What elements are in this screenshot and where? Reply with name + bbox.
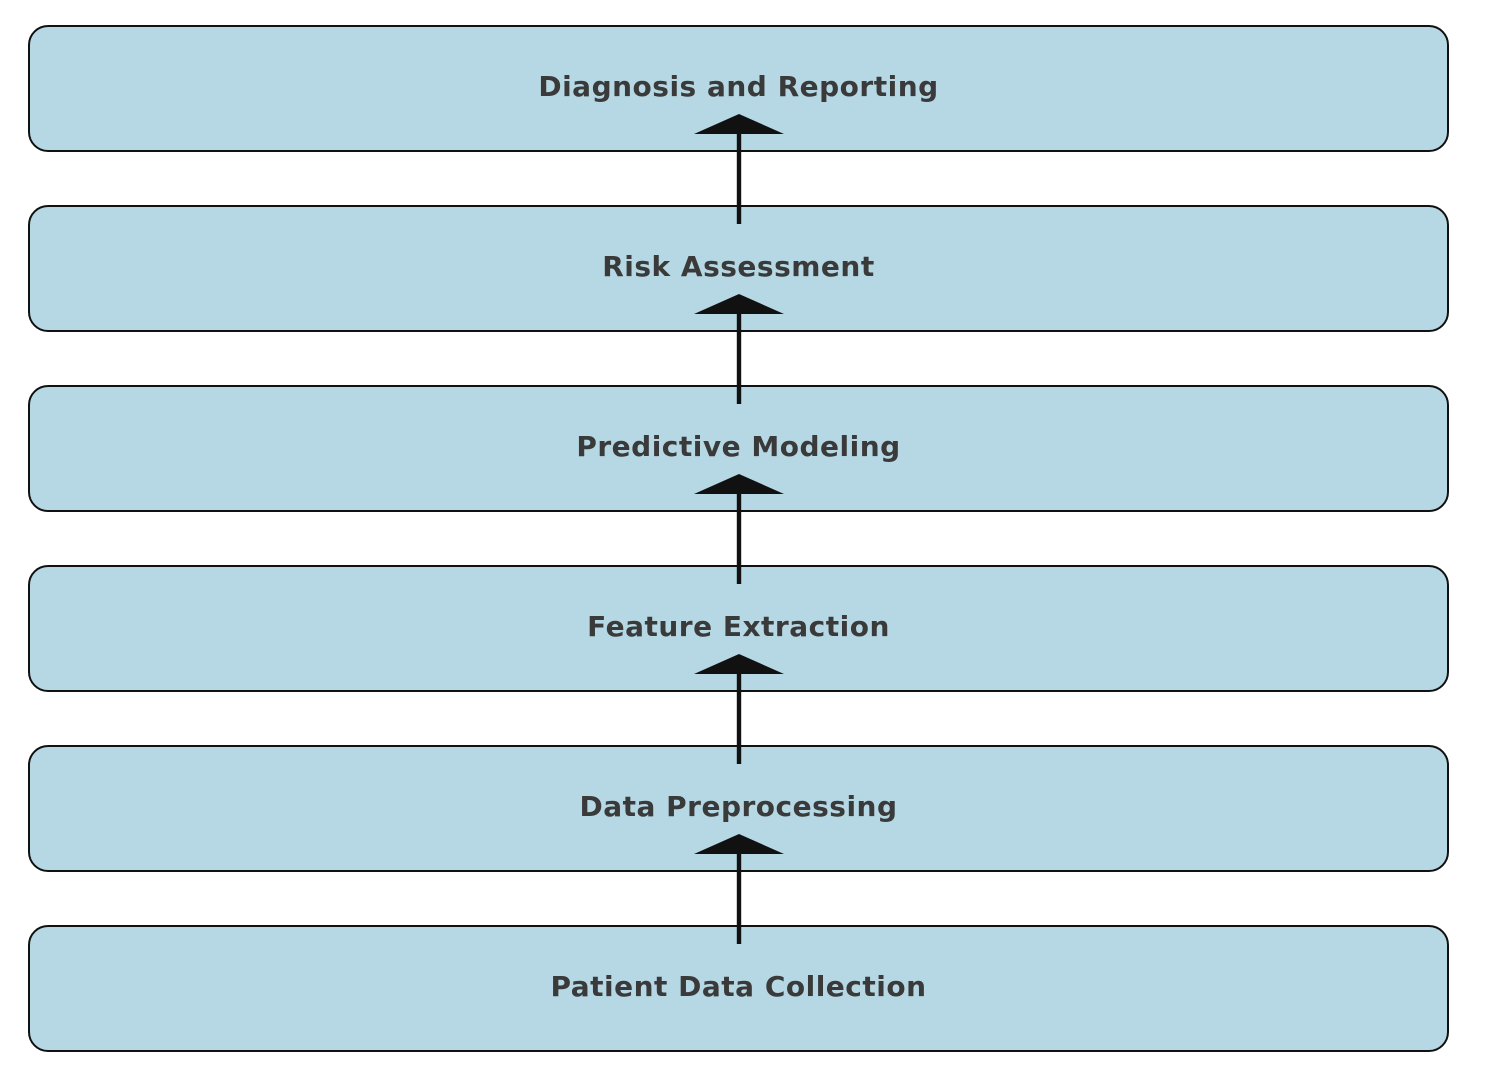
up-arrow-connector <box>694 654 784 764</box>
up-arrow-icon <box>694 474 784 584</box>
up-arrow-connector <box>694 294 784 404</box>
up-arrow-connector <box>694 114 784 224</box>
up-arrow-icon <box>694 834 784 944</box>
stage-label: Data Preprocessing <box>579 790 898 823</box>
arrow-shaft <box>736 122 742 224</box>
stage-label: Diagnosis and Reporting <box>538 70 939 103</box>
arrow-shaft <box>736 302 742 404</box>
arrow-head-icon <box>694 114 784 134</box>
up-arrow-icon <box>694 294 784 404</box>
arrow-shaft <box>736 842 742 944</box>
up-arrow-icon <box>694 654 784 764</box>
up-arrow-connector <box>694 834 784 944</box>
stage-label: Predictive Modeling <box>576 430 901 463</box>
stage-box-patient-data-collection: Patient Data Collection <box>28 925 1449 1052</box>
up-arrow-connector <box>694 474 784 584</box>
arrow-head-icon <box>694 294 784 314</box>
up-arrow-icon <box>694 114 784 224</box>
arrow-shaft <box>736 482 742 584</box>
arrow-head-icon <box>694 474 784 494</box>
arrow-head-icon <box>694 834 784 854</box>
arrow-head-icon <box>694 654 784 674</box>
arrow-shaft <box>736 662 742 764</box>
stage-label: Risk Assessment <box>602 250 875 283</box>
stage-label: Feature Extraction <box>587 610 890 643</box>
stage-label: Patient Data Collection <box>550 970 927 1003</box>
